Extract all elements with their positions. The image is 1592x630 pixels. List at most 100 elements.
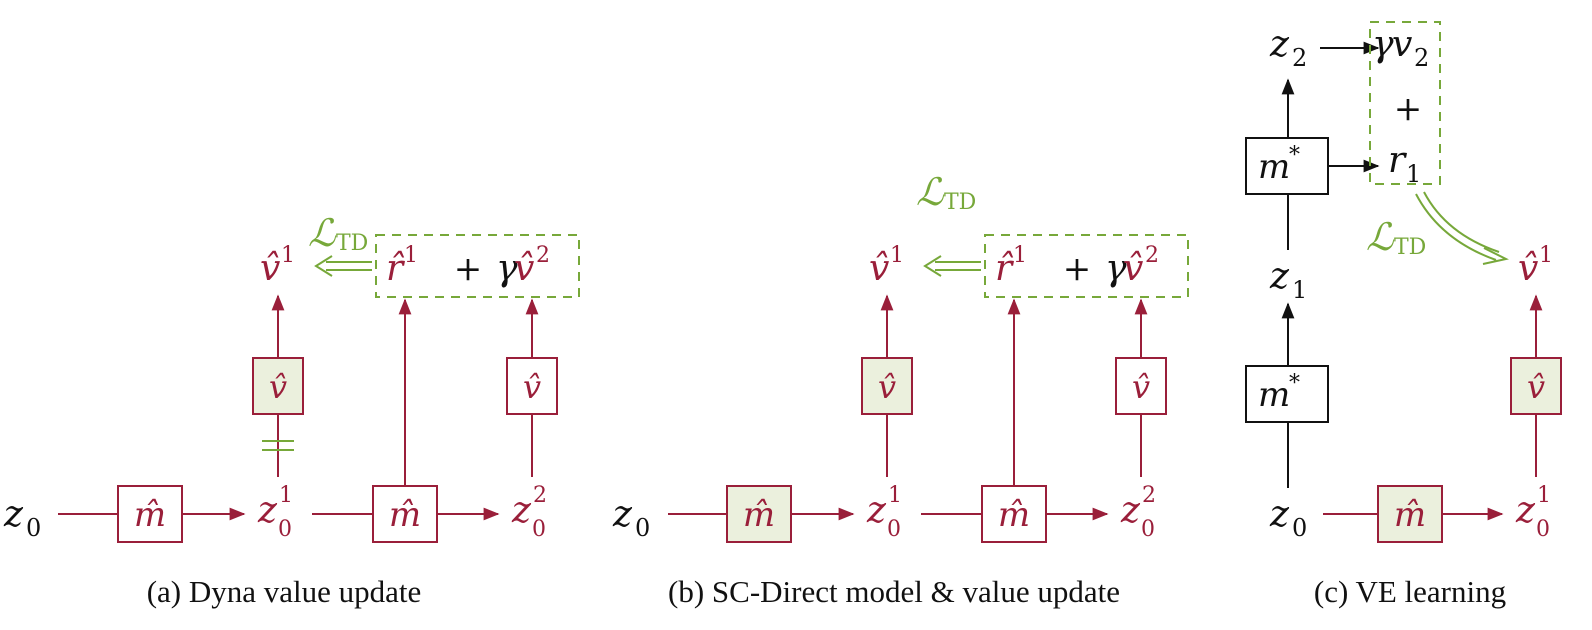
svg-text:z: z	[511, 490, 532, 531]
b-value-box-1	[861, 357, 913, 415]
a-z0-label: z 0	[3, 494, 41, 542]
a-plus-sign: +	[454, 249, 483, 289]
b-z01-label: z 1 0	[866, 483, 902, 542]
a-model-box-2	[372, 485, 438, 543]
a-model-label-1: m̂	[134, 495, 166, 535]
a-reward-label: r̂ 1	[386, 243, 418, 289]
svg-text:1: 1	[1539, 243, 1553, 268]
panel-a: z 0 m̂ z 1 0 v̂ v̂ 1 m̂	[3, 211, 580, 609]
b-model-label-1: m̂	[743, 495, 775, 535]
svg-text:m: m	[1258, 147, 1290, 187]
b-td-target-box	[984, 234, 1189, 298]
svg-text:z: z	[3, 494, 24, 535]
svg-text:z: z	[866, 490, 887, 531]
svg-text:1: 1	[1406, 160, 1421, 188]
panel-b: z 0 m̂ z 1 0 v̂ v̂ 1 m̂ z 2 0 v̂	[612, 170, 1189, 609]
svg-text:TD: TD	[336, 231, 368, 256]
svg-text:z: z	[257, 490, 278, 531]
c-true-model-label-2: m *	[1258, 143, 1300, 187]
panel-c: z 0 m * z 1 m * z 2 γ v 2	[1245, 21, 1562, 609]
svg-text:1: 1	[279, 483, 293, 508]
svg-text:ℒ: ℒ	[1366, 215, 1395, 259]
svg-text:z: z	[1269, 24, 1290, 65]
b-model-box-2	[981, 485, 1047, 543]
a-td-loss-label: ℒ TD	[308, 211, 368, 256]
a-value-label-2: v̂	[523, 368, 541, 406]
svg-text:1: 1	[1537, 483, 1551, 508]
svg-text:2: 2	[1292, 44, 1307, 72]
b-td-loss-label: ℒ TD	[916, 170, 976, 215]
svg-text:v: v	[1392, 24, 1412, 65]
svg-text:z: z	[1515, 490, 1536, 531]
c-true-model-label-1: m *	[1258, 371, 1300, 415]
svg-text:r̂: r̂	[386, 248, 405, 289]
c-plus-sign: +	[1394, 89, 1423, 129]
svg-text:TD: TD	[1394, 235, 1426, 260]
panel-b-caption: (b) SC-Direct model & value update	[668, 574, 1120, 609]
b-z02-label: z 2 0	[1120, 483, 1156, 542]
c-discounted-value-label: γ v 2	[1372, 24, 1429, 72]
svg-text:2: 2	[1142, 483, 1156, 508]
a-model-label-2: m̂	[389, 495, 421, 535]
a-td-target-box	[375, 234, 580, 298]
b-td-loss-arrow	[923, 255, 981, 277]
svg-text:γ: γ	[496, 248, 518, 289]
svg-text:*: *	[1289, 371, 1300, 396]
svg-text:ℒ: ℒ	[308, 211, 337, 255]
a-z01-label: z 1 0	[257, 483, 293, 542]
b-value-label-1: v̂	[878, 368, 896, 406]
svg-text:v̂: v̂	[1123, 248, 1143, 289]
svg-text:0: 0	[1536, 517, 1550, 542]
svg-text:m: m	[1258, 375, 1290, 415]
c-reward-label: r 1	[1388, 140, 1421, 188]
c-z0-label: z 0	[1269, 494, 1307, 542]
b-plus-sign: +	[1063, 249, 1092, 289]
svg-text:*: *	[1289, 143, 1300, 168]
svg-text:z: z	[1269, 494, 1290, 535]
b-z0-label: z 0	[612, 494, 650, 542]
svg-text:γ: γ	[1105, 248, 1127, 289]
svg-text:1: 1	[890, 243, 904, 268]
b-value-label-2: v̂	[1132, 368, 1150, 406]
svg-text:z: z	[1120, 490, 1141, 531]
panel-c-caption: (c) VE learning	[1314, 574, 1506, 609]
c-z2-label: z 2	[1269, 24, 1307, 72]
svg-text:ℒ: ℒ	[916, 170, 945, 214]
svg-text:0: 0	[635, 514, 650, 542]
svg-text:0: 0	[1292, 514, 1307, 542]
c-td-target-box	[1369, 21, 1441, 185]
a-z02-label: z 2 0	[511, 483, 547, 542]
c-model-label: m̂	[1394, 495, 1426, 535]
svg-text:2: 2	[1414, 44, 1429, 72]
a-value-box-1	[252, 357, 304, 415]
a-value-box-2	[506, 357, 558, 415]
c-td-loss-label: ℒ TD	[1366, 215, 1426, 260]
svg-text:γ: γ	[1372, 24, 1394, 65]
svg-text:1: 1	[1292, 276, 1307, 304]
svg-text:v̂: v̂	[260, 248, 280, 289]
svg-text:r̂: r̂	[995, 248, 1014, 289]
a-v1-label: v̂ 1	[260, 243, 295, 289]
c-z01-label: z 1 0	[1515, 483, 1551, 542]
svg-text:1: 1	[888, 483, 902, 508]
b-v1-label: v̂ 1	[869, 243, 904, 289]
svg-text:v̂: v̂	[869, 248, 889, 289]
c-value-box	[1510, 357, 1562, 415]
svg-text:1: 1	[1013, 243, 1027, 268]
b-model-label-2: m̂	[998, 495, 1030, 535]
c-z1-label: z 1	[1269, 256, 1307, 304]
svg-text:v̂: v̂	[1518, 248, 1538, 289]
svg-text:z: z	[1269, 256, 1290, 297]
svg-text:0: 0	[26, 514, 41, 542]
svg-text:TD: TD	[944, 190, 976, 215]
svg-text:0: 0	[532, 517, 546, 542]
b-reward-label: r̂ 1	[995, 243, 1027, 289]
c-td-loss-arrow	[1415, 191, 1509, 265]
a-discounted-value-label: γ v̂ 2	[496, 243, 550, 289]
a-value-label-1: v̂	[269, 368, 287, 406]
svg-text:0: 0	[278, 517, 292, 542]
svg-text:2: 2	[1145, 243, 1159, 268]
svg-text:1: 1	[281, 243, 295, 268]
svg-text:0: 0	[887, 517, 901, 542]
